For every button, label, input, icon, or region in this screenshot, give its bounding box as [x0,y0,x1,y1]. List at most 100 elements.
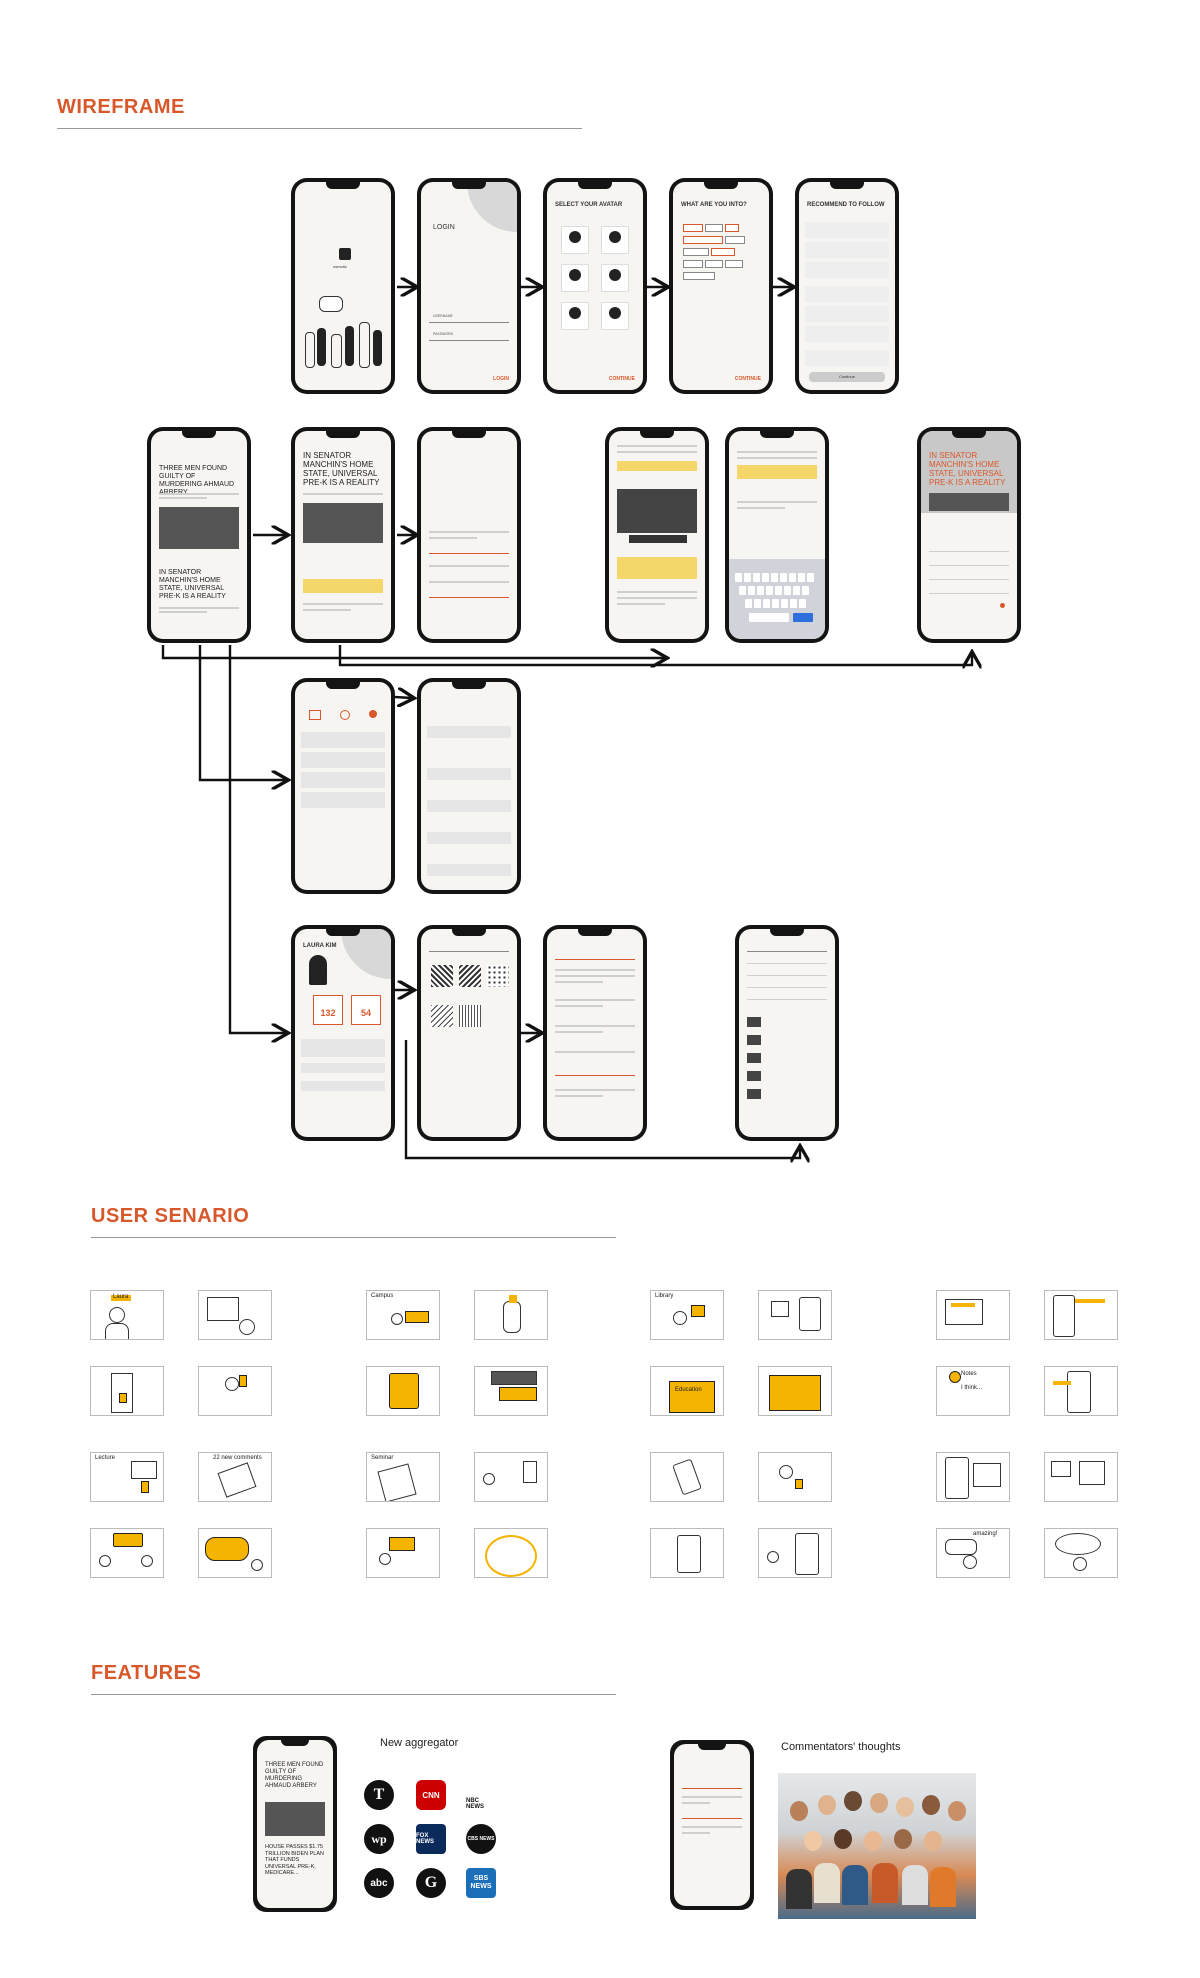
feed-screen[interactable]: THREE MEN FOUND GUILTY OF MURDERING AHMA… [151,431,247,639]
list-thumb[interactable] [747,1035,761,1045]
comment-icon[interactable] [309,710,321,720]
recommend-row[interactable] [805,222,889,238]
recommend-row[interactable] [805,326,889,342]
interest-chip[interactable] [725,236,745,244]
text-line [555,999,635,1001]
highlighted-text[interactable] [303,579,383,593]
comment-card[interactable] [427,864,511,876]
on-screen-keyboard[interactable] [729,559,825,639]
activity-row[interactable] [301,792,385,808]
text-line [555,969,635,971]
interest-chip[interactable] [683,272,715,280]
interest-chip[interactable] [683,236,723,244]
interest-chip[interactable] [683,260,703,268]
avatar-option[interactable] [601,226,629,254]
avatar-option[interactable] [561,226,589,254]
discussion-screen[interactable] [421,682,517,890]
text-line [303,603,383,605]
feed-headline-2[interactable]: IN SENATOR MANCHIN'S HOME STATE, UNIVERS… [159,569,226,600]
avatar-option[interactable] [561,264,589,292]
text-line [682,1826,742,1828]
comment-card[interactable] [427,832,511,844]
tag-tile[interactable] [431,965,453,987]
feed-headline-1[interactable]: THREE MEN FOUND GUILTY OF MURDERING AHMA… [159,465,235,496]
profile-phone: LAURA KIM 132 54 [291,925,395,1141]
interest-chip[interactable] [711,248,735,256]
password-field[interactable] [429,340,509,341]
selected-radio[interactable] [1000,603,1005,608]
activity-row[interactable] [301,752,385,768]
comment-card[interactable] [427,768,511,780]
avatar-continue-button[interactable]: CONTINUE [608,376,635,382]
thoughts-grid-screen[interactable] [421,929,517,1137]
profile-note[interactable] [301,1081,385,1091]
list-thumb[interactable] [747,1053,761,1063]
feature-headline-2[interactable]: HOUSE PASSES $1.75 TRILLION BIDEN PLAN T… [265,1844,324,1876]
highlighted-text[interactable] [737,465,817,479]
list-thumb[interactable] [747,1017,761,1027]
interest-chip[interactable] [705,224,723,232]
username-field[interactable] [429,322,509,323]
recommend-screen[interactable]: RECOMMEND TO FOLLOW Continue [799,182,895,390]
profile-note[interactable] [301,1039,385,1057]
stat-comments[interactable]: 132 [313,995,343,1025]
interest-chip[interactable] [705,260,723,268]
text-line [929,551,1009,552]
tag-tile[interactable] [487,965,509,987]
search-bar[interactable] [747,951,827,952]
recommend-row[interactable] [805,242,889,258]
article-list-phone [735,925,839,1141]
interest-chip[interactable] [725,224,739,232]
comments-screen[interactable] [421,431,517,639]
login-button[interactable]: LOGIN [493,376,509,382]
recommend-row[interactable] [805,350,889,366]
login-title: LOGIN [433,224,455,231]
comment-card[interactable] [427,726,511,738]
like-icon[interactable] [340,710,350,720]
feature-thoughts-screen[interactable] [674,1744,750,1906]
recommend-continue-button[interactable]: Continue [809,372,885,382]
thoughts-list-screen[interactable] [547,929,643,1137]
article-detail-screen[interactable] [609,431,705,639]
feature-aggregator-screen[interactable]: THREE MEN FOUND GUILTY OF MURDERING AHMA… [257,1740,333,1908]
avatar-option[interactable] [601,264,629,292]
highlighted-text[interactable] [617,461,697,471]
follow-icon[interactable] [369,710,377,718]
avatar-select-screen[interactable]: SELECT YOUR AVATAR CONTINUE [547,182,643,390]
activity-row[interactable] [301,772,385,788]
activity-screen[interactable] [295,682,391,890]
interest-chip[interactable] [725,260,743,268]
login-screen[interactable]: LOGIN USERNAME PASSWORD LOGIN [421,182,517,390]
interests-screen[interactable]: WHAT ARE YOU INTO? CONTINUE [673,182,769,390]
interest-chip[interactable] [683,224,703,232]
tag-tile[interactable] [459,965,481,987]
feature-headline-1[interactable]: THREE MEN FOUND GUILTY OF MURDERING AHMA… [265,1762,324,1789]
avatar-option[interactable] [561,302,589,330]
activity-row[interactable] [301,732,385,748]
recommend-row[interactable] [805,286,889,302]
splash-screen[interactable]: osmotic [295,182,391,390]
profile-note[interactable] [301,1063,385,1073]
news-image [159,507,239,549]
list-thumb[interactable] [747,1089,761,1099]
saved-notes-screen[interactable]: IN SENATOR MANCHIN'S HOME STATE, UNIVERS… [921,431,1017,639]
interest-chip[interactable] [683,248,709,256]
stat-following[interactable]: 54 [351,995,381,1025]
article-list-screen[interactable] [739,929,835,1137]
recommend-row[interactable] [805,306,889,322]
article-screen[interactable]: IN SENATOR MANCHIN'S HOME STATE, UNIVERS… [295,431,391,639]
search-bar[interactable] [429,951,509,952]
avatar-option[interactable] [601,302,629,330]
list-thumb[interactable] [747,1071,761,1081]
feature-news-image [265,1802,325,1836]
text-toolbar[interactable] [629,535,687,543]
profile-screen[interactable]: LAURA KIM 132 54 [295,929,391,1137]
highlighted-text[interactable] [617,557,697,579]
comment-card[interactable] [427,800,511,812]
tag-tile[interactable] [431,1005,453,1027]
recommend-row[interactable] [805,262,889,278]
interests-continue-button[interactable]: CONTINUE [734,376,761,382]
tag-tile[interactable] [459,1005,481,1027]
note-keyboard-screen[interactable] [729,431,825,639]
storyboard-frame [1044,1528,1118,1578]
